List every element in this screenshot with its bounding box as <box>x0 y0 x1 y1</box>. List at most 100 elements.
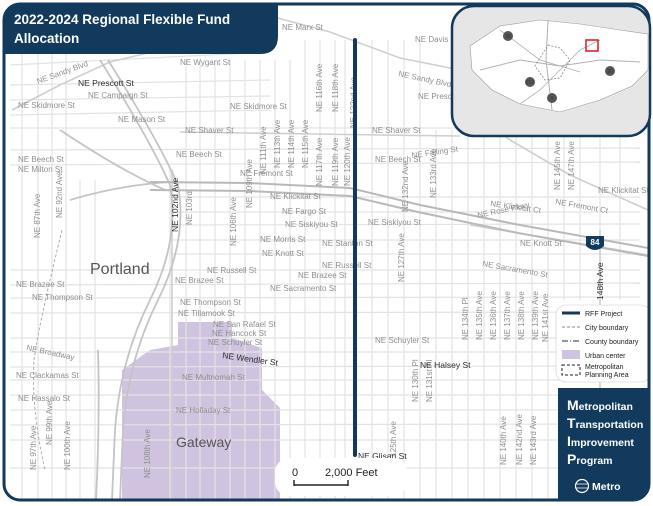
label-ne-hancock-st: NE Hancock St <box>212 329 267 338</box>
legend-city-boundary: City boundary <box>585 325 629 332</box>
label-ne-holladay-st: NE Holladay St <box>176 406 231 415</box>
label-ne-knott-w: NE Knott St <box>262 249 305 258</box>
label-ne-russell-e: NE Russell St <box>322 261 372 270</box>
label-ne-schuyler-e: NE Schuyler St <box>375 336 430 345</box>
label-ne-fremont-w: NE Fremont St <box>240 169 294 178</box>
street-labels-vertical: NE 102nd Ave NE 87th Ave NE 92nd Ave NE … <box>29 63 605 478</box>
label-ne-142nd-ave: NE 142nd Ave <box>515 413 524 465</box>
label-ne-morris-st: NE Morris St <box>260 235 306 244</box>
label-ne-140th-ave: NE 140th Ave <box>499 416 508 465</box>
legend-urban-center: Urban center <box>585 353 626 360</box>
legend-metro-planning-1: Metropolitan <box>585 364 624 371</box>
label-ne-siskiyou-e: NE Siskiyou St <box>368 218 422 227</box>
label-ne-132nd-ave: NE 132nd Ave <box>401 160 410 212</box>
label-ne-145th-ave: NE 145th Ave <box>553 141 562 190</box>
label-ne-87th-ave: NE 87th Ave <box>33 193 42 238</box>
program-line-2: Transportation <box>567 415 643 431</box>
label-ne-141st-ave: NE 141st Ave <box>541 293 550 342</box>
label-ne-schuyler-w: NE Schuyler St <box>208 338 263 347</box>
legend-rff-project: RFF Project <box>585 311 622 318</box>
label-ne-113th-ave: NE 113th Ave <box>273 119 282 168</box>
program-line-1: Metropolitan <box>567 397 633 413</box>
label-ne-mason-st: NE Mason St <box>118 115 166 124</box>
legend-metro-planning-2: Planning Area <box>585 372 629 379</box>
label-ne-127th-ave: NE 127th Ave <box>397 233 406 282</box>
label-ne-137th-ave: NE 137th Ave <box>503 291 512 340</box>
label-ne-117th-ave: NE 117th Ave <box>315 137 324 186</box>
label-ne-skidmore-w: NE Skidmore St <box>18 101 76 110</box>
scale-end: 2,000 Feet <box>325 467 378 479</box>
label-ne-davis: NE Davis <box>415 35 448 44</box>
label-ne-klickitat-e: NE Klickitat St <box>598 186 649 195</box>
label-ne-131st-pl: NE 131st Pl <box>425 360 434 402</box>
label-ne-tillamook-st: NE Tillamook St <box>178 309 236 318</box>
label-ne-116th-ave: NE 116th Ave <box>315 63 324 112</box>
label-ne-stanton-st: NE Stanton St <box>322 239 373 248</box>
street-grid <box>9 40 641 500</box>
label-ne-brazee-e: NE Brazee St <box>298 271 347 280</box>
label-ne-111th-ave: NE 111th Ave <box>259 126 268 174</box>
i84-shield: 84 <box>586 236 604 250</box>
label-ne-clackamas-st: NE Clackamas St <box>16 371 79 380</box>
inset-location-marker <box>585 39 599 52</box>
label-ne-136th-ave: NE 136th Ave <box>489 291 498 340</box>
program-line-4: Program <box>567 451 613 467</box>
label-ne-133rd-ave: NE 133rd Ave <box>429 148 438 198</box>
label-ne-147th-ave: NE 147th Ave <box>567 141 576 190</box>
label-ne-125th-ave: NE 125th Ave <box>389 421 398 470</box>
label-148th-ave: 148th Ave <box>595 262 605 300</box>
legend-swatch-urban <box>562 350 580 359</box>
metro-logo-text: Metro <box>592 481 621 493</box>
label-ne-beech-w: NE Beech St <box>18 155 65 164</box>
svg-text:26: 26 <box>607 69 613 75</box>
label-ne-brazee-w: NE Brazee St <box>16 280 65 289</box>
inset-shield-26-b: 26 <box>605 66 615 76</box>
i84-freeway <box>149 181 649 257</box>
label-ne-120th-ave: NE 120th Ave <box>343 137 352 186</box>
inset-shield-26-a: 26 <box>503 31 513 41</box>
svg-text:5: 5 <box>551 96 554 102</box>
label-ne-139th-ave: NE 139th Ave <box>531 291 540 340</box>
label-ne-97th-ave: NE 97th Ave <box>29 425 38 470</box>
scale-bar: 0 2,000 Feet <box>275 458 407 496</box>
freeway-interchange <box>59 59 182 500</box>
label-ne-prescott-st: NE Prescott St <box>78 78 134 88</box>
label-ne-115th-ave: NE 115th Ave <box>301 119 310 168</box>
label-ne-san-rafael-st: NE San Rafael St <box>213 320 276 329</box>
label-ne-109th-ave: NE 109th Ave <box>245 159 254 208</box>
inset-shield-5: 5 <box>547 93 557 103</box>
label-ne-143rd-ave: NE 143rd Ave <box>529 415 538 465</box>
legend-county-boundary: County boundary <box>585 339 639 346</box>
label-ne-thompson-c: NE Thompson St <box>180 298 242 307</box>
label-ne-118th-ave: NE 118th Ave <box>331 63 340 112</box>
label-ne-108th-ave: NE 108th Ave <box>143 429 152 478</box>
inset-locator-map[interactable]: 26 26 217 5 <box>450 4 652 138</box>
label-ne-sacramento-w: NE Sacramento St <box>270 284 337 293</box>
inset-shield-217: 217 <box>525 77 535 87</box>
label-ne-135th-ave: NE 135th Ave <box>475 291 484 340</box>
program-line-3: Improvement <box>567 433 634 449</box>
label-ne-103rd: NE 103rd <box>185 191 194 225</box>
label-ne-beech-c: NE Beech St <box>176 150 223 159</box>
svg-text:26: 26 <box>505 34 511 40</box>
label-ne-skidmore-e: NE Skidmore St <box>230 102 288 111</box>
label-ne-99th-ave: NE 99th Ave <box>45 400 54 445</box>
label-ne-siskiyou-w: NE Siskiyou St <box>285 220 339 229</box>
place-labels: Portland Gateway <box>90 261 231 450</box>
label-ne-milton-st: NE Milton St <box>18 165 63 174</box>
label-ne-glisan-st: NE Glisan St <box>358 451 407 461</box>
label-ne-thompson-w: NE Thompson St <box>32 293 94 302</box>
label-ne-russell-w: NE Russell St <box>207 266 257 275</box>
svg-text:217: 217 <box>526 80 535 86</box>
label-ne-92nd-ave: NE 92nd Ave <box>55 171 64 218</box>
metro-logo-icon <box>574 478 590 494</box>
legend-swatch-metro <box>561 364 581 376</box>
label-ne-138th-ave: NE 138th Ave <box>517 291 526 340</box>
label-ne-100th-ave: NE 100th Ave <box>63 421 72 470</box>
label-ne-fargo-st: NE Fargo St <box>282 207 327 216</box>
label-ne-beech-e: NE Beech St <box>375 155 422 164</box>
label-ne-shaver-e: NE Shaver St <box>372 126 421 135</box>
label-ne-114th-ave: NE 114th Ave <box>287 119 296 168</box>
